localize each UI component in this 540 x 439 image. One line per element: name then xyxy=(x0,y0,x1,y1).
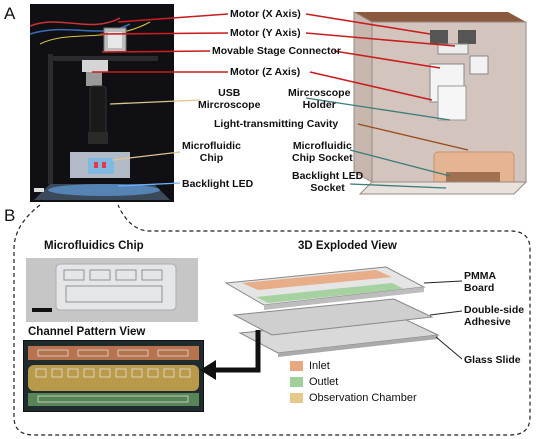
exploded-view xyxy=(224,266,463,360)
device-photo xyxy=(30,4,174,202)
leader-motor-y-right xyxy=(305,32,456,47)
leader-light-cavity xyxy=(357,123,469,151)
label-microscope-holder: Mircroscope Holder xyxy=(288,87,351,111)
layer-adhesive xyxy=(232,298,434,336)
legend-inlet-swatch xyxy=(290,361,303,371)
leader-led-socket xyxy=(349,183,447,189)
label-motor-y: Motor (Y Axis) xyxy=(230,27,301,39)
chip-title: Microfluidics Chip xyxy=(44,240,144,252)
label-backlight-led: Backlight LED xyxy=(182,178,254,190)
leader-motor-z-right xyxy=(309,71,433,101)
housing-svg xyxy=(353,11,528,195)
legend-outlet-label: Outlet xyxy=(309,376,339,388)
pattern-outlet xyxy=(28,393,199,406)
label-microfluidic-chip: Microfluidic Chip xyxy=(182,140,241,164)
legend-observation-label: Observation Chamber xyxy=(309,392,417,404)
leader-motor-x-left xyxy=(117,13,229,23)
label-pmma: PMMA Board xyxy=(464,270,497,294)
channel-pattern xyxy=(23,340,204,412)
panel-b-letter: B xyxy=(4,206,16,225)
leader-chip xyxy=(111,151,181,161)
pattern-inlet xyxy=(28,346,199,360)
legend-inlet-label: Inlet xyxy=(309,360,330,372)
label-glass: Glass Slide xyxy=(464,354,521,366)
leader-holder xyxy=(305,97,451,121)
legend-observation-swatch xyxy=(290,393,303,403)
legend-inlet: Inlet xyxy=(290,358,417,374)
label-usb-microscope: USB Mircroscope xyxy=(198,87,261,111)
panel-a-leaders xyxy=(92,13,469,189)
pattern-title: Channel Pattern View xyxy=(28,326,146,338)
leader-stage-right xyxy=(333,50,441,69)
leader-motor-x-right xyxy=(305,13,431,35)
legend: Inlet Outlet Observation Chamber xyxy=(290,358,417,406)
exploded-title: 3D Exploded View xyxy=(298,240,397,252)
panel-a-letter: A xyxy=(4,4,16,23)
chip-photo xyxy=(26,258,198,322)
leader-chip-socket xyxy=(349,149,451,177)
label-motor-z: Motor (Z Axis) xyxy=(230,66,301,78)
pattern-observation xyxy=(28,365,199,391)
label-led-socket: Backlight LED Socket xyxy=(292,170,364,194)
channel-pattern-drawing xyxy=(28,346,199,406)
legend-observation: Observation Chamber xyxy=(290,390,417,406)
label-stage-connector: Movable Stage Connector xyxy=(212,45,341,57)
chip-photo-drawing xyxy=(26,258,198,322)
legend-outlet: Outlet xyxy=(290,374,417,390)
label-light-cavity: Light-transmitting Cavity xyxy=(214,118,339,130)
leader-motor-y-left xyxy=(99,32,229,35)
leader-stage-left xyxy=(101,50,211,53)
housing-drawing xyxy=(338,4,534,204)
legend-outlet-swatch xyxy=(290,377,303,387)
pattern-arrow xyxy=(200,330,261,380)
panel-b-outline xyxy=(13,204,531,436)
label-adhesive: Double-side Adhesive xyxy=(464,304,525,328)
leader-usb-scope xyxy=(109,99,201,105)
label-motor-x: Motor (X Axis) xyxy=(230,8,301,20)
label-chip-socket: Microfluidic Chip Socket xyxy=(292,140,353,164)
leader-backlight-led xyxy=(117,182,181,187)
